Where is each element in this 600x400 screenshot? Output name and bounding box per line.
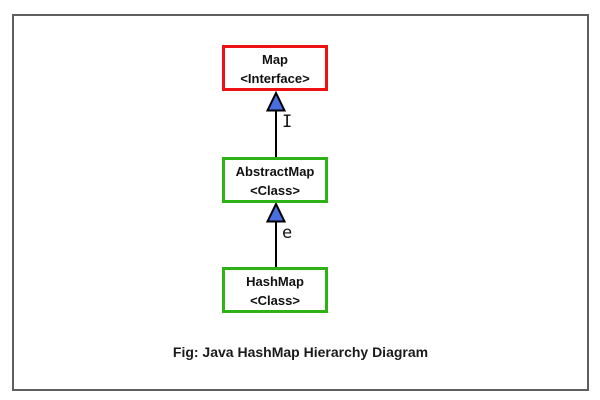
edge-label-implements: I: [282, 112, 293, 132]
node-title: AbstractMap: [235, 164, 315, 179]
outer-frame: [12, 14, 589, 391]
edge-label-extends: e: [282, 223, 293, 243]
node-abstractmap-class: AbstractMap <Class>: [222, 157, 328, 203]
inheritance-arrow-hashmap-to-abstractmap: [265, 201, 287, 268]
node-subtitle: <Interface>: [240, 71, 310, 86]
node-title: Map: [262, 52, 288, 67]
arrow-head-icon: [265, 90, 287, 112]
inheritance-arrow-abstractmap-to-map: [265, 90, 287, 157]
node-subtitle: <Class>: [250, 293, 300, 308]
arrow-head-icon: [265, 201, 287, 223]
figure-caption: Fig: Java HashMap Hierarchy Diagram: [172, 344, 429, 360]
node-hashmap-class: HashMap <Class>: [222, 267, 328, 313]
node-map-interface: Map <Interface>: [222, 45, 328, 91]
node-title: HashMap: [246, 274, 304, 289]
node-subtitle: <Class>: [250, 183, 300, 198]
